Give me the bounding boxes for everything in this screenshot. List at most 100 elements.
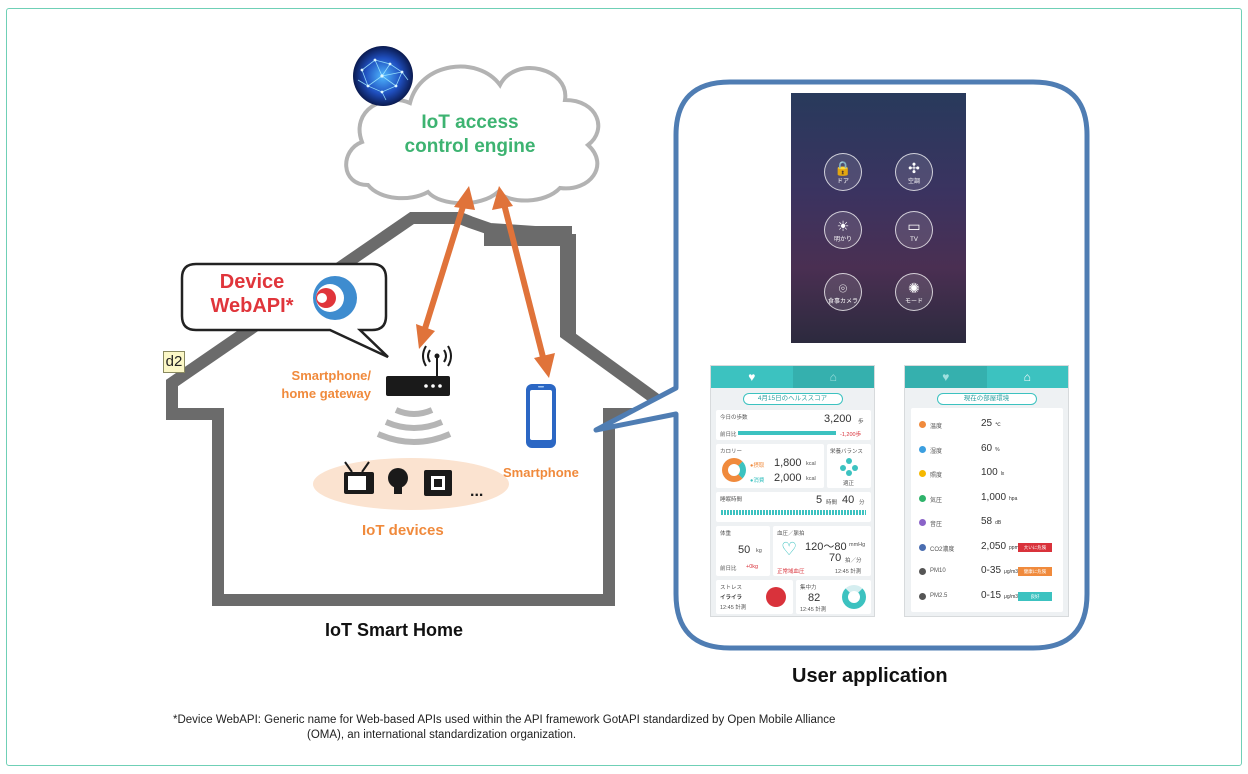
house-label: IoT Smart Home <box>325 620 464 640</box>
pulse-value: 70 <box>829 552 842 564</box>
calorie-in-label: ●摂取 <box>750 463 765 469</box>
sensor-unit: hpa <box>1009 495 1018 502</box>
alert-tag: 良好 <box>1018 591 1052 601</box>
outer-frame <box>6 8 1242 766</box>
footnote: *Device WebAPI: Generic name for Web-bas… <box>173 713 835 743</box>
meal-camera-label: 食事カメラ <box>827 299 858 305</box>
gateway-icon <box>386 345 452 396</box>
steps-unit: 歩 <box>858 419 864 425</box>
sensor-value-number: 60 <box>981 442 993 454</box>
room-row: 温度 25℃ <box>919 418 1064 434</box>
sleep-minutes: 40 <box>842 494 855 506</box>
steps-value: 3,200 <box>824 413 852 425</box>
nutrition-state: 適正 <box>843 481 855 487</box>
room-title: 現在の部屋環境 <box>936 393 1037 405</box>
sensor-name: CO2濃度 <box>930 546 955 553</box>
sensor-unit: lx <box>1000 471 1005 477</box>
sensor-value-number: 0-15 <box>981 589 1002 601</box>
sensor-unit: ppm <box>1009 544 1019 551</box>
meal-camera-button[interactable]: ⌾ 食事カメラ <box>824 273 862 311</box>
calorie-donut <box>722 458 746 482</box>
sensor-unit: μg/m3 <box>1004 569 1019 575</box>
sensor-unit: % <box>995 446 1000 453</box>
focus-donut <box>842 585 866 609</box>
sensor-name: 音圧 <box>930 522 943 528</box>
weight-label: 体重 <box>720 531 732 537</box>
door-button[interactable]: 🔒 ドア <box>824 153 862 191</box>
sensor-value-number: 0-35 <box>981 565 1002 576</box>
sensor-name: 湿度 <box>930 448 943 455</box>
weight-card: 体重 50 kg 前日比 +0kg <box>716 526 770 576</box>
app-label: User application <box>792 665 948 687</box>
cloud-title: IoT access control engine <box>404 112 536 157</box>
home-tab[interactable]: ⌂ <box>1023 370 1031 384</box>
sensor-value-number: 1,000 <box>981 491 1007 503</box>
alert-tag: 大いに危険 <box>1018 542 1052 552</box>
calorie-in-unit: kcal <box>806 461 816 467</box>
sensor-icon <box>919 568 926 575</box>
focus-card: 集中力 82 12:45 計測 <box>796 580 871 614</box>
calorie-out-value: 2,000 <box>774 472 802 484</box>
house-chimney <box>484 229 576 334</box>
calorie-out-unit: kcal <box>806 476 816 482</box>
sleep-card: 睡眠時間 5 時間 40 分 <box>716 492 871 522</box>
arrow-smartphone-cloud <box>492 186 555 378</box>
sleep-minutes-unit: 分 <box>859 500 865 506</box>
bubble-title: Device WebAPI* <box>210 271 294 317</box>
sensor-icon <box>919 421 926 428</box>
sensor-unit: μg/m3 <box>1004 593 1019 600</box>
steps-label: 今日の歩数 <box>720 415 748 421</box>
heart-tab[interactable]: ♥ <box>748 370 756 384</box>
bp-value: 120〜80 <box>805 541 847 553</box>
lightbulb-icon <box>388 468 408 494</box>
room-list <box>911 408 1063 612</box>
aircon-button[interactable]: ✣ 空調 <box>895 153 933 191</box>
tv-button[interactable]: ▭ TV <box>895 211 933 249</box>
light-label: 明かり <box>833 237 852 243</box>
stress-state: イライラ <box>720 595 743 601</box>
stress-card: ストレス イライラ 12:45 計測 <box>716 580 793 614</box>
sensor-value-number: 2,050 <box>981 540 1007 552</box>
sensor-value-number: 25 <box>981 418 993 429</box>
home-tab[interactable]: ⌂ <box>792 366 874 388</box>
sensor-unit: ℃ <box>995 422 1001 428</box>
room-row: 湿度 60% <box>919 443 1064 459</box>
focus-time: 12:45 計測 <box>800 607 827 613</box>
health-title: 4月15日のヘルススコア <box>742 393 843 405</box>
bp-state: 正常域血圧 <box>777 569 805 575</box>
steps-bar <box>738 431 836 435</box>
gateway-label: Smartphone/ home gateway <box>281 368 371 401</box>
door-label: ドア <box>836 179 849 185</box>
arrow-gateway-cloud <box>416 186 475 349</box>
blood-pressure-card: 血圧／脈拍 ♡ 120〜80 mmHg 70 拍／分 正常域血圧 12:45 計… <box>773 526 871 576</box>
heart-outline-icon: ♡ <box>781 539 798 559</box>
bp-time: 12:45 計測 <box>835 569 862 575</box>
cloud-shape <box>344 64 601 206</box>
tv-icon <box>344 461 374 494</box>
room-tabbar: ♥ ⌂ <box>905 366 1068 388</box>
mode-button[interactable]: ✺ モード <box>895 273 933 311</box>
sensor-value-number: 58 <box>981 516 993 527</box>
nutrition-card: 栄養バランス 適正 <box>827 444 871 488</box>
brain-icon <box>353 46 413 106</box>
heart-tab[interactable]: ♥ <box>905 366 987 388</box>
aircon-label: 空調 <box>907 179 920 185</box>
stress-time: 12:45 計測 <box>720 605 747 611</box>
sensor-name: 温度 <box>930 424 943 430</box>
bp-unit: mmHg <box>849 542 866 548</box>
mode-label: モード <box>904 299 923 305</box>
light-button[interactable]: ☀ 明かり <box>824 211 862 249</box>
alert-tag: 健康に危険 <box>1018 567 1052 576</box>
gear-icon: ✺ <box>908 280 920 296</box>
smartphone-label: Smartphone <box>503 465 579 480</box>
sleep-label: 睡眠時間 <box>720 497 743 503</box>
sleep-hours: 5 <box>816 494 823 506</box>
